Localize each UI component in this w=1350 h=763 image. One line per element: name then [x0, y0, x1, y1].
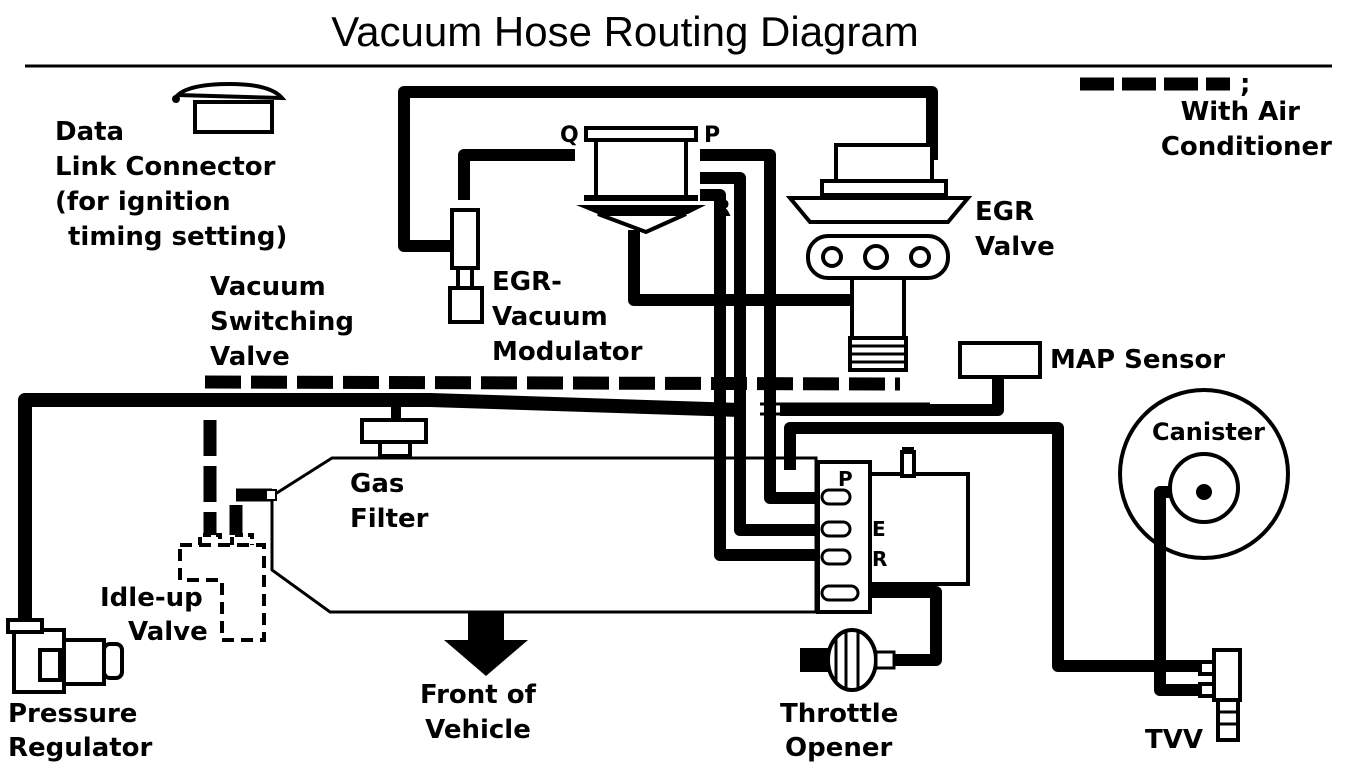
label-modulator-2: Vacuum [492, 302, 608, 332]
egr-vacuum-modulator-label: EGR- Vacuum Modulator [492, 267, 643, 367]
throttle-opener [800, 628, 896, 692]
idle-up-valve-label: Idle-up Valve [100, 583, 208, 647]
idle-up-valve-ports [198, 533, 254, 545]
hose-modulator-q [458, 149, 575, 200]
air-intake-chamber [270, 456, 818, 614]
idle-up-valve [178, 543, 266, 642]
label-tvv: TVV [1145, 725, 1203, 755]
pressure-regulator-label: Pressure Regulator [8, 699, 153, 763]
label-idle-up-1: Idle-up [100, 583, 203, 613]
label-pressure-regulator-2: Regulator [8, 733, 153, 763]
label-map-sensor: MAP Sensor [1050, 345, 1225, 375]
hose-modulator-r [700, 189, 830, 561]
label-egr-valve-2: Valve [975, 232, 1055, 262]
hose-modulator-e [700, 172, 830, 536]
legend-line-2: Conditioner [1161, 132, 1332, 162]
hose-canister-line [784, 422, 1200, 672]
label-data-link-4: timing setting) [68, 222, 287, 252]
front-arrow-icon [444, 612, 528, 676]
legend-symbol-text: ; [1240, 69, 1250, 99]
label-gas-filter-1: Gas [350, 469, 404, 499]
throttle-opener-label: Throttle Opener [780, 699, 898, 763]
label-data-link-1: Data [55, 117, 124, 147]
egr-valve-label: EGR Valve [975, 197, 1055, 262]
front-of-vehicle-label: Front of Vehicle [420, 680, 537, 745]
label-idle-up-2: Valve [128, 617, 208, 647]
label-data-link-2: Link Connector [55, 152, 276, 182]
map-sensor [958, 341, 1042, 385]
egr-valve [785, 143, 973, 372]
label-front-1: Front of [420, 680, 537, 710]
label-throttle-opener-1: Throttle [780, 699, 898, 729]
ac-hoses [203, 375, 901, 535]
label-canister: Canister [1152, 418, 1265, 446]
canister [1118, 388, 1290, 560]
label-gas-filter-2: Filter [350, 504, 429, 534]
intake-chamber-port [265, 489, 277, 501]
ac-hose-to-idle-up [229, 488, 272, 535]
hose-network [18, 86, 1210, 696]
label-data-link-3: (for ignition [55, 187, 231, 217]
data-link-connector-label: Data Link Connector (for ignition timing… [55, 117, 287, 252]
hose-modulator-p [700, 149, 830, 504]
hose-map-sensor [780, 378, 1004, 416]
label-front-2: Vehicle [425, 715, 531, 745]
hose-main-line-highlight [23, 400, 380, 616]
throttle-body [816, 447, 970, 614]
vacuum-switching-valve [448, 208, 484, 324]
throttle-port-r: R [872, 547, 887, 571]
label-modulator-1: EGR- [492, 267, 562, 297]
throttle-port-e: E [872, 517, 886, 541]
label-modulator-3: Modulator [492, 337, 643, 367]
port-q: Q [560, 123, 579, 148]
hose-modulator-to-egr [628, 230, 850, 306]
port-r: R [714, 197, 731, 222]
gas-filter [360, 418, 428, 458]
label-pressure-regulator-1: Pressure [8, 699, 137, 729]
data-link-connector [172, 81, 287, 134]
legend-line-1: With Air [1181, 97, 1301, 127]
egr-vacuum-modulator [576, 126, 706, 235]
label-vsv-2: Switching [210, 307, 354, 337]
page-title: Vacuum Hose Routing Diagram [331, 8, 919, 55]
hose-throttle-opener [860, 586, 942, 666]
throttle-port-p: P [838, 467, 853, 491]
legend: ; With Air Conditioner [1080, 69, 1332, 162]
label-vsv-1: Vacuum [210, 272, 326, 302]
label-egr-valve-1: EGR [975, 197, 1034, 227]
gas-filter-label: Gas Filter [350, 469, 429, 534]
label-throttle-opener-2: Opener [785, 733, 892, 763]
pressure-regulator [6, 618, 124, 694]
port-p: P [704, 123, 720, 148]
vacuum-switching-valve-label: Vacuum Switching Valve [210, 272, 354, 372]
ac-hose-top [204, 375, 901, 391]
label-vsv-3: Valve [210, 342, 290, 372]
tvv [1198, 648, 1242, 742]
